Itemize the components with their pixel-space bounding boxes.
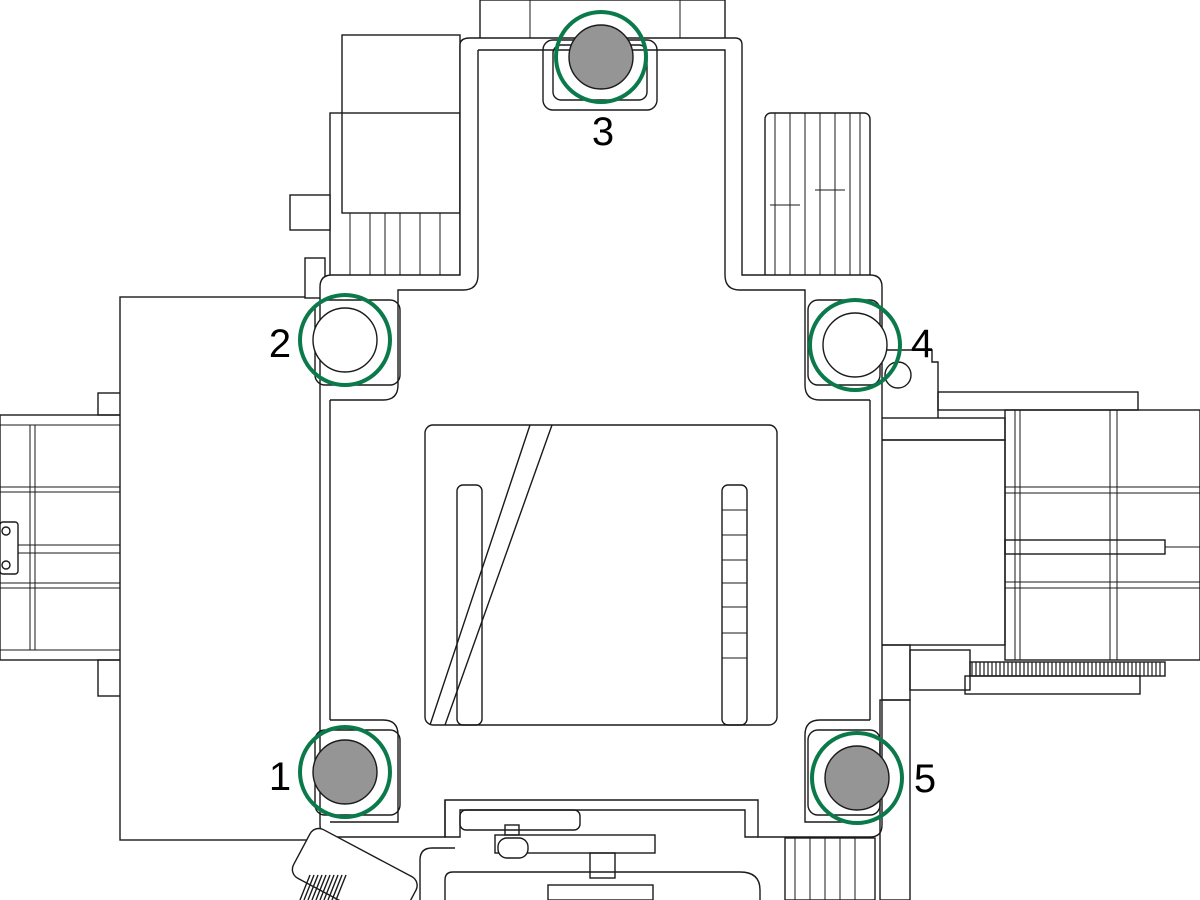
- main-plate: [314, 37, 912, 838]
- callout-marker-4: [808, 298, 902, 392]
- callout-label-3: 3: [592, 110, 614, 154]
- right-rail: [879, 391, 1200, 701]
- top-right-block: [764, 112, 871, 284]
- callout-marker-1: [298, 725, 392, 819]
- callout-1: 1: [269, 755, 291, 799]
- knurl-line: [307, 874, 319, 900]
- mounting-screw-icon: [824, 745, 890, 811]
- left-plate: [119, 296, 326, 841]
- highlight-ring: [808, 298, 902, 392]
- callout-4: 4: [911, 322, 933, 366]
- callout-2: 2: [269, 322, 291, 366]
- mounting-hole-icon: [312, 307, 378, 373]
- knurl-line: [335, 874, 347, 900]
- bottom-mechanism: [291, 699, 911, 900]
- knurl-line: [311, 874, 323, 900]
- callout-layer: [298, 10, 904, 825]
- mounting-screw-icon: [312, 739, 378, 805]
- knurl-line: [331, 874, 343, 900]
- knurl-line: [323, 874, 335, 900]
- highlight-ring: [810, 731, 904, 825]
- callout-label-1: 1: [269, 755, 291, 799]
- highlight-ring: [554, 10, 648, 104]
- callout-label-5: 5: [914, 757, 936, 801]
- knurled-knob: [299, 874, 347, 900]
- knurl-line: [327, 874, 339, 900]
- highlight-ring: [298, 293, 392, 387]
- callout-label-4: 4: [911, 322, 933, 366]
- callout-marker-2: [298, 293, 392, 387]
- callout-marker-5: [810, 731, 904, 825]
- highlight-ring: [298, 725, 392, 819]
- knurl-line: [299, 874, 311, 900]
- knurl-line: [303, 874, 315, 900]
- top-left-block: [289, 34, 461, 299]
- knurl-line: [319, 874, 331, 900]
- mounting-screw-icon: [568, 24, 634, 90]
- callout-label-2: 2: [269, 322, 291, 366]
- mounting-hole-icon: [822, 312, 888, 378]
- callout-marker-3: [554, 10, 648, 104]
- left-rail: [0, 392, 123, 697]
- callout-4-bracket: [870, 349, 939, 418]
- callout-5: 5: [914, 757, 936, 801]
- knurl-line: [315, 874, 327, 900]
- callout-3: 3: [592, 110, 614, 154]
- threaded-rod: [971, 662, 1161, 676]
